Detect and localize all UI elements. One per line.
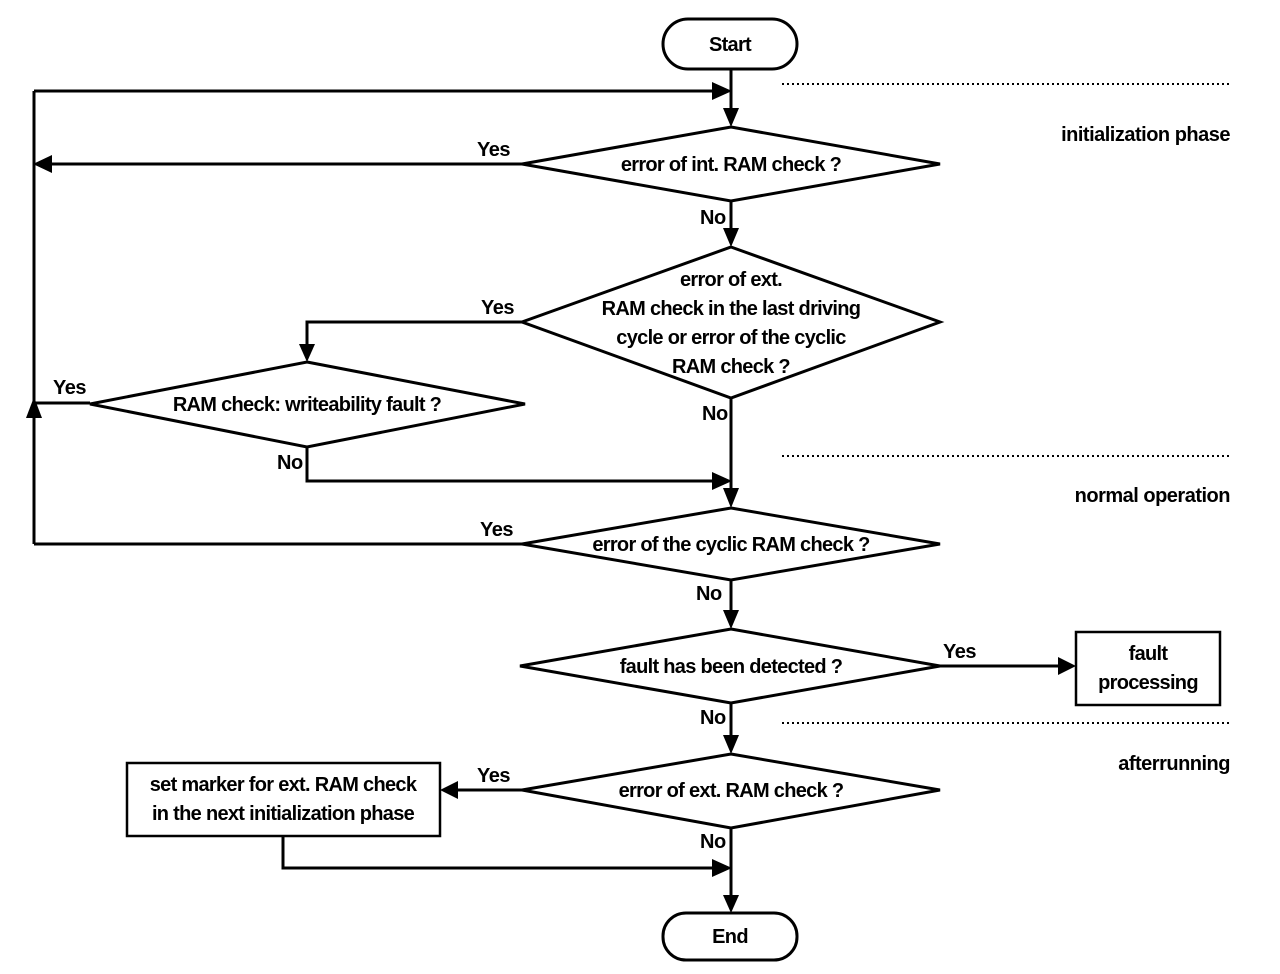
ext-ram-check-label-line4: RAM check ? (672, 356, 790, 378)
no-label-ext-check: No (702, 403, 728, 425)
arrowhead-up (26, 397, 42, 418)
arrowhead-left (440, 781, 458, 799)
ext-ram-check-label-line1: error of ext. (680, 269, 782, 291)
writeability-fault-label: RAM check: writeability fault ? (173, 394, 442, 416)
ext-ram-check-decision (517, 245, 945, 400)
int-ram-check-decision (521, 125, 941, 203)
yes-label-cyclic-check: Yes (480, 519, 513, 541)
cyclic-ram-check-label: error of the cyclic RAM check ? (592, 534, 870, 556)
arrowhead-down (723, 108, 739, 127)
ext-ram-error-decision (521, 752, 941, 830)
no-label-fault-detected: No (700, 707, 726, 729)
ext-ram-error-label: error of ext. RAM check ? (619, 780, 844, 802)
phase-label-initialization: initialization phase (1061, 124, 1230, 146)
fault-processing-box (1074, 630, 1222, 707)
ext-ram-check-label-line2: RAM check in the last driving (602, 298, 861, 320)
arrowhead-down (723, 228, 739, 247)
arrowhead-right (1058, 657, 1076, 675)
start-terminal (661, 17, 799, 71)
no-label-writeability: No (277, 452, 303, 474)
ext-ram-check-label-line3: cycle or error of the cyclic (616, 327, 846, 349)
cyclic-ram-check-decision (521, 506, 941, 582)
connector-writeability-no (305, 447, 712, 483)
fault-detected-decision (519, 627, 941, 705)
set-marker-label-line2: in the next initialization phase (152, 803, 415, 825)
arrowhead-left (33, 155, 52, 173)
set-marker-box (125, 761, 442, 838)
start-label: Start (709, 34, 752, 56)
fault-detected-label: fault has been detected ? (620, 656, 843, 678)
fault-processing-label-line1: fault (1129, 643, 1169, 665)
connector-set-marker-to-end (281, 836, 712, 870)
arrowhead-right (712, 82, 732, 100)
arrowhead-down (723, 895, 739, 913)
no-label-ext-error: No (700, 831, 726, 853)
yes-label-int-check: Yes (477, 139, 510, 161)
int-ram-check-label: error of int. RAM check ? (621, 154, 842, 176)
connector-ext-check-yes (305, 320, 522, 344)
phase-label-normal: normal operation (1075, 485, 1230, 507)
yes-label-ext-error: Yes (477, 765, 510, 787)
no-label-int-check: No (700, 207, 726, 229)
yes-label-fault-detected: Yes (943, 641, 976, 663)
arrowhead-down (299, 344, 315, 362)
yes-label-ext-check: Yes (481, 297, 514, 319)
arrowhead-right (712, 472, 732, 490)
arrowhead-right (712, 859, 732, 877)
arrowhead-down (723, 610, 739, 629)
fault-processing-label-line2: processing (1098, 672, 1198, 694)
end-terminal (661, 911, 799, 962)
writeability-fault-decision (89, 360, 526, 449)
arrowhead-down (723, 735, 739, 754)
phase-label-afterrunning: afterrunning (1118, 753, 1230, 775)
end-label: End (712, 926, 748, 948)
yes-label-writeability: Yes (53, 377, 86, 399)
arrowhead-down (723, 488, 739, 508)
set-marker-label-line1: set marker for ext. RAM check (150, 774, 418, 796)
no-label-cyclic-check: No (696, 583, 722, 605)
